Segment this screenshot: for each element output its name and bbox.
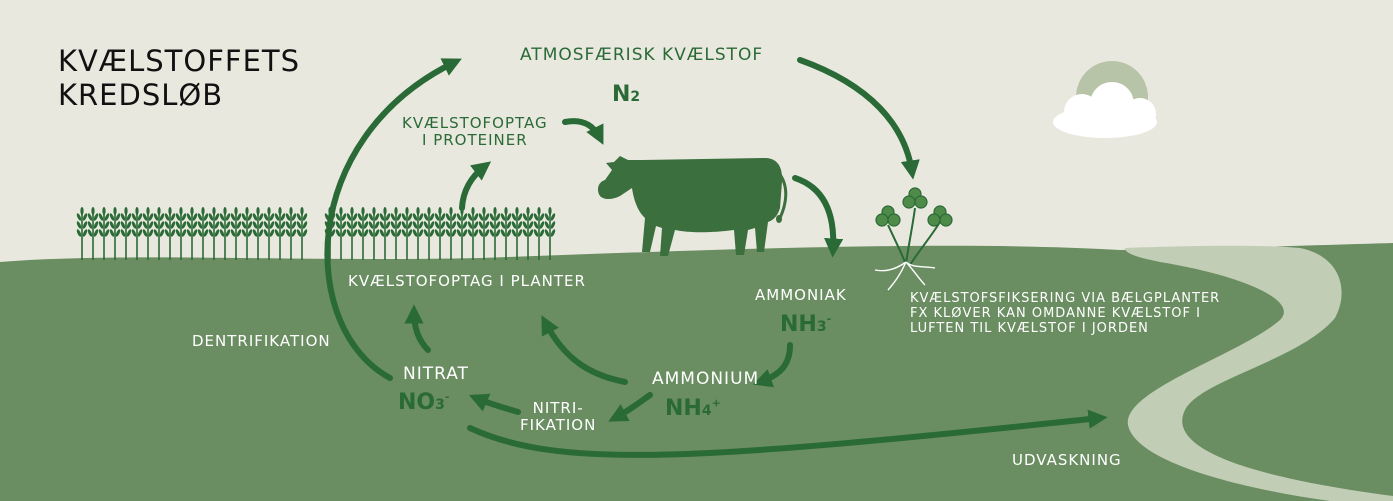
formula-no3: NO3-: [398, 390, 449, 415]
arrow-leaching: [467, 409, 1108, 458]
label-fixation: Kvælstofsfiksering via bælgplanter Fx kl…: [910, 291, 1221, 337]
cycle-arrows: [324, 57, 1108, 458]
label-plant-uptake: Kvælstofoptag i planter: [348, 272, 586, 290]
no3-symbol: NO: [398, 390, 436, 415]
title-line-2: KREDSLØB: [58, 78, 224, 113]
arrow-ammonium-to-plant: [541, 315, 628, 385]
nh4-symbol: NH: [665, 396, 702, 421]
formula-n2: N2: [612, 82, 640, 107]
nh3-charge: -: [826, 312, 832, 326]
label-denitrification: dentrifikation: [192, 332, 331, 350]
nh3-subscript: 3: [816, 319, 827, 335]
label-ammoniak: Ammoniak: [755, 286, 847, 304]
formula-nh4: NH4+: [665, 396, 721, 421]
cloud-icon: [1053, 82, 1157, 138]
nitrification-line-2: fikation: [520, 416, 597, 435]
n2-symbol: N: [612, 82, 631, 107]
label-leaching: Udvaskning: [1012, 451, 1122, 469]
label-protein-uptake: Kvælstofoptag i proteiner: [402, 114, 548, 150]
page-title: KVÆLSTOFFETS KREDSLØB: [58, 44, 300, 112]
arrow-plant-to-protein: [459, 161, 492, 211]
label-ammonium: Ammonium: [652, 369, 760, 389]
field: [0, 243, 1393, 501]
n2-subscript: 2: [630, 89, 641, 105]
arrow-to-cow: [562, 118, 604, 145]
protein-line-2: i proteiner: [422, 131, 528, 150]
cow-icon: [597, 156, 788, 256]
label-nitrat: Nitrat: [403, 364, 469, 384]
nh3-symbol: NH: [780, 312, 817, 337]
protein-line-1: Kvælstofoptag: [402, 114, 548, 132]
label-nitrification: Nitri- fikation: [520, 399, 597, 435]
no3-subscript: 3: [435, 397, 445, 413]
arrow-nitrat-to-plant: [404, 304, 431, 353]
title-line-1: KVÆLSTOFFETS: [58, 44, 301, 78]
nh4-subscript: 4: [701, 403, 712, 419]
arrow-nitrification-to-nitrat: [468, 393, 521, 415]
fixation-line-3: luften til kvælstof i jorden: [910, 320, 1149, 336]
arrow-to-clover: [797, 57, 920, 180]
arrow-cow-to-ammoniak: [792, 175, 844, 258]
arrow-denitrification: [324, 58, 462, 381]
fixation-line-1: Kvælstofsfiksering via bælgplanter: [910, 291, 1221, 306]
arrow-ammoniak-to-ammonium: [752, 342, 793, 388]
clover-icon: [874, 187, 953, 291]
formula-nh3: NH3-: [780, 312, 831, 337]
river: [1125, 245, 1393, 501]
nitrification-line-1: Nitri-: [532, 399, 584, 417]
no3-charge: -: [444, 390, 450, 404]
label-atmospheric-nitrogen: Atmosfærisk kvælstof: [520, 45, 764, 65]
nh4-charge: +: [711, 396, 721, 410]
fixation-line-2: Fx kløver kan omdanne kvælstof i: [910, 305, 1201, 321]
arrow-ammonium-to-nitrification: [608, 392, 653, 422]
